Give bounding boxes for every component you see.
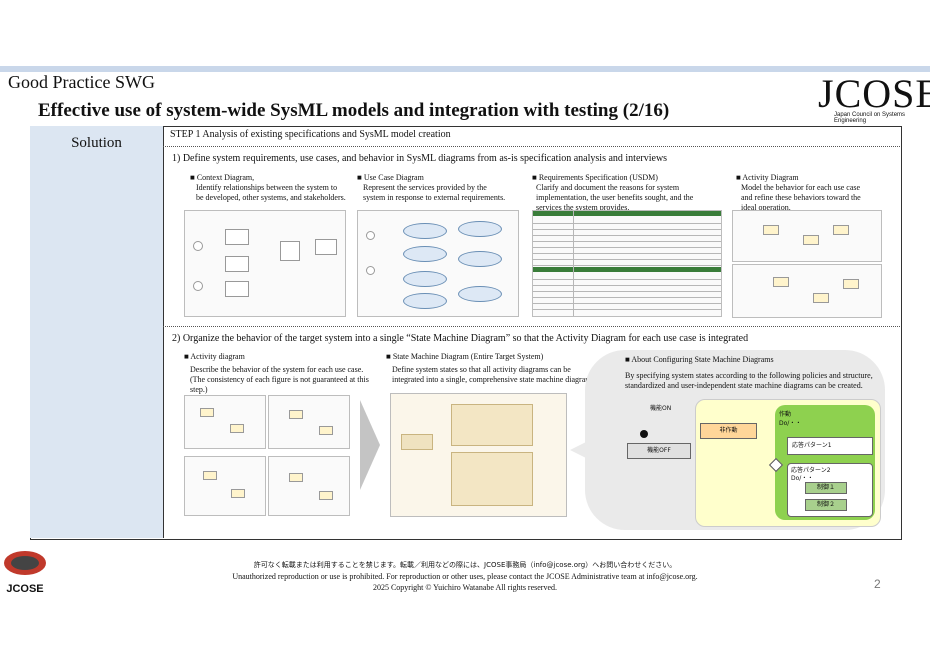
- s2-sm-desc: ■ State Machine Diagram (Entire Target S…: [386, 352, 596, 385]
- logo-subtitle: Japan Council on Systems Engineering: [834, 112, 906, 124]
- section2-heading: 2) Organize the behavior of the target s…: [172, 333, 749, 344]
- sm-state-resp1: 応答パターン1: [787, 437, 873, 455]
- footer-line3: 2025 Copyright © Yuichiro Watanabe All r…: [372, 583, 558, 592]
- s2-sm-line2: integrated into a single, comprehensive …: [392, 375, 594, 384]
- usdm-table-image: [532, 210, 722, 317]
- solution-column: [30, 126, 164, 538]
- s2-activity-image-4: [268, 456, 350, 516]
- usecase-desc-line1: Represent the services provided by the: [363, 183, 487, 192]
- s2-activity-image-1: [184, 395, 266, 449]
- logo-text: JCOSE: [818, 71, 930, 116]
- usecase-diagram-image: [357, 210, 519, 317]
- sm-resp2-do: Do/・・: [791, 475, 814, 482]
- context-desc-line2: be developed, other systems, and stakeho…: [196, 193, 346, 202]
- sm-state-off: 機能OFF: [627, 443, 691, 459]
- s2-sm-line1: Define system states so that all activit…: [392, 365, 571, 374]
- sm-state-nonactive: 非作動: [700, 423, 757, 439]
- footer-line1: 許可なく転載または利用することを禁じます。転載／利用などの際には、JCOSE事務…: [253, 561, 677, 569]
- context-diagram-title: ■ Context Diagram,: [190, 173, 255, 182]
- step-divider: [163, 146, 900, 147]
- activity-desc-line3: ideal operation.: [741, 203, 791, 212]
- org-label: Good Practice SWG: [8, 72, 155, 92]
- sm-init-label: 機能ON: [650, 405, 672, 412]
- sm-active-label: 作動: [779, 411, 792, 418]
- page-number: 2: [874, 577, 881, 591]
- context-desc-line1: Identify relationships between the syste…: [196, 183, 338, 192]
- jcose-logo: JCOSE Japan Council on Systems Engineeri…: [818, 71, 930, 125]
- usecase-diagram-desc: ■ Use Case Diagram Represent the service…: [357, 173, 527, 203]
- section-divider: [163, 326, 900, 327]
- corner-logo-text: JCOSE: [6, 583, 44, 595]
- footer-line2: Unauthorized reproduction or use is proh…: [232, 572, 698, 581]
- usecase-diagram-title: ■ Use Case Diagram: [357, 173, 424, 182]
- s2-activity-desc: ■ Activity diagram Describe the behavior…: [184, 352, 384, 395]
- activity-diagram-image-1: [732, 210, 882, 262]
- context-diagram-image: [184, 210, 346, 317]
- sm-state-ctrl1: 制御１: [805, 482, 847, 494]
- s2-activity-line2: (The consistency of each figure is not g…: [190, 375, 369, 394]
- req-desc-line1: Clarify and document the reasons for sys…: [536, 183, 680, 192]
- solution-label: Solution: [71, 135, 122, 151]
- activity-diagram-desc: ■ Activity Diagram Model the behavior fo…: [736, 173, 896, 213]
- requirements-title: ■ Requirements Specification (USDM): [532, 173, 658, 182]
- activity-diagram-image-2: [732, 264, 882, 318]
- sm-config-desc: ■ About Configuring State Machine Diagra…: [625, 355, 885, 391]
- s2-activity-image-3: [184, 456, 266, 516]
- sm-state-ctrl2: 制御２: [805, 499, 847, 511]
- s2-sm-title: ■ State Machine Diagram (Entire Target S…: [386, 352, 544, 361]
- section1-heading: 1) Define system requirements, use cases…: [172, 153, 668, 164]
- jcose-corner-logo: JCOSE: [2, 548, 48, 595]
- footer-notice: 許可なく転載または利用することを禁じます。転載／利用などの際には、JCOSE事務…: [150, 560, 780, 593]
- initial-state-icon: [640, 430, 648, 438]
- top-accent-bar: [0, 66, 930, 72]
- step-heading: STEP 1 Analysis of existing specificatio…: [170, 129, 451, 140]
- state-machine-image: [390, 393, 567, 517]
- page-title: Effective use of system-wide SysML model…: [38, 100, 670, 121]
- sm-config-line1: By specifying system states according to…: [625, 371, 873, 380]
- s2-activity-line1: Describe the behavior of the system for …: [190, 365, 364, 374]
- flow-arrow-icon: [360, 400, 380, 490]
- activity-desc-line1: Model the behavior for each use case: [741, 183, 861, 192]
- activity-desc-line2: and refine these behaviors toward the: [741, 193, 861, 202]
- s2-activity-image-2: [268, 395, 350, 449]
- sm-active-do: Do/・・: [779, 420, 802, 427]
- activity-diagram-title: ■ Activity Diagram: [736, 173, 799, 182]
- sm-config-line2: standardized and user-independent state …: [625, 381, 863, 390]
- s2-activity-title: ■ Activity diagram: [184, 352, 245, 361]
- context-diagram-desc: ■ Context Diagram, Identify relationship…: [190, 173, 355, 203]
- req-desc-line3: services the system provides.: [536, 203, 630, 212]
- sm-config-title: ■ About Configuring State Machine Diagra…: [625, 355, 774, 364]
- sm-resp2-label: 応答パターン2: [791, 467, 831, 474]
- usecase-desc-line2: system in response to external requireme…: [363, 193, 506, 202]
- requirements-desc: ■ Requirements Specification (USDM) Clar…: [532, 173, 727, 213]
- sm-diagram: 機能ON 機能OFF 非作動 作動 Do/・・ 応答パターン1 応答パターン2 …: [625, 395, 881, 527]
- req-desc-line2: implementation, the user benefits sought…: [536, 193, 694, 202]
